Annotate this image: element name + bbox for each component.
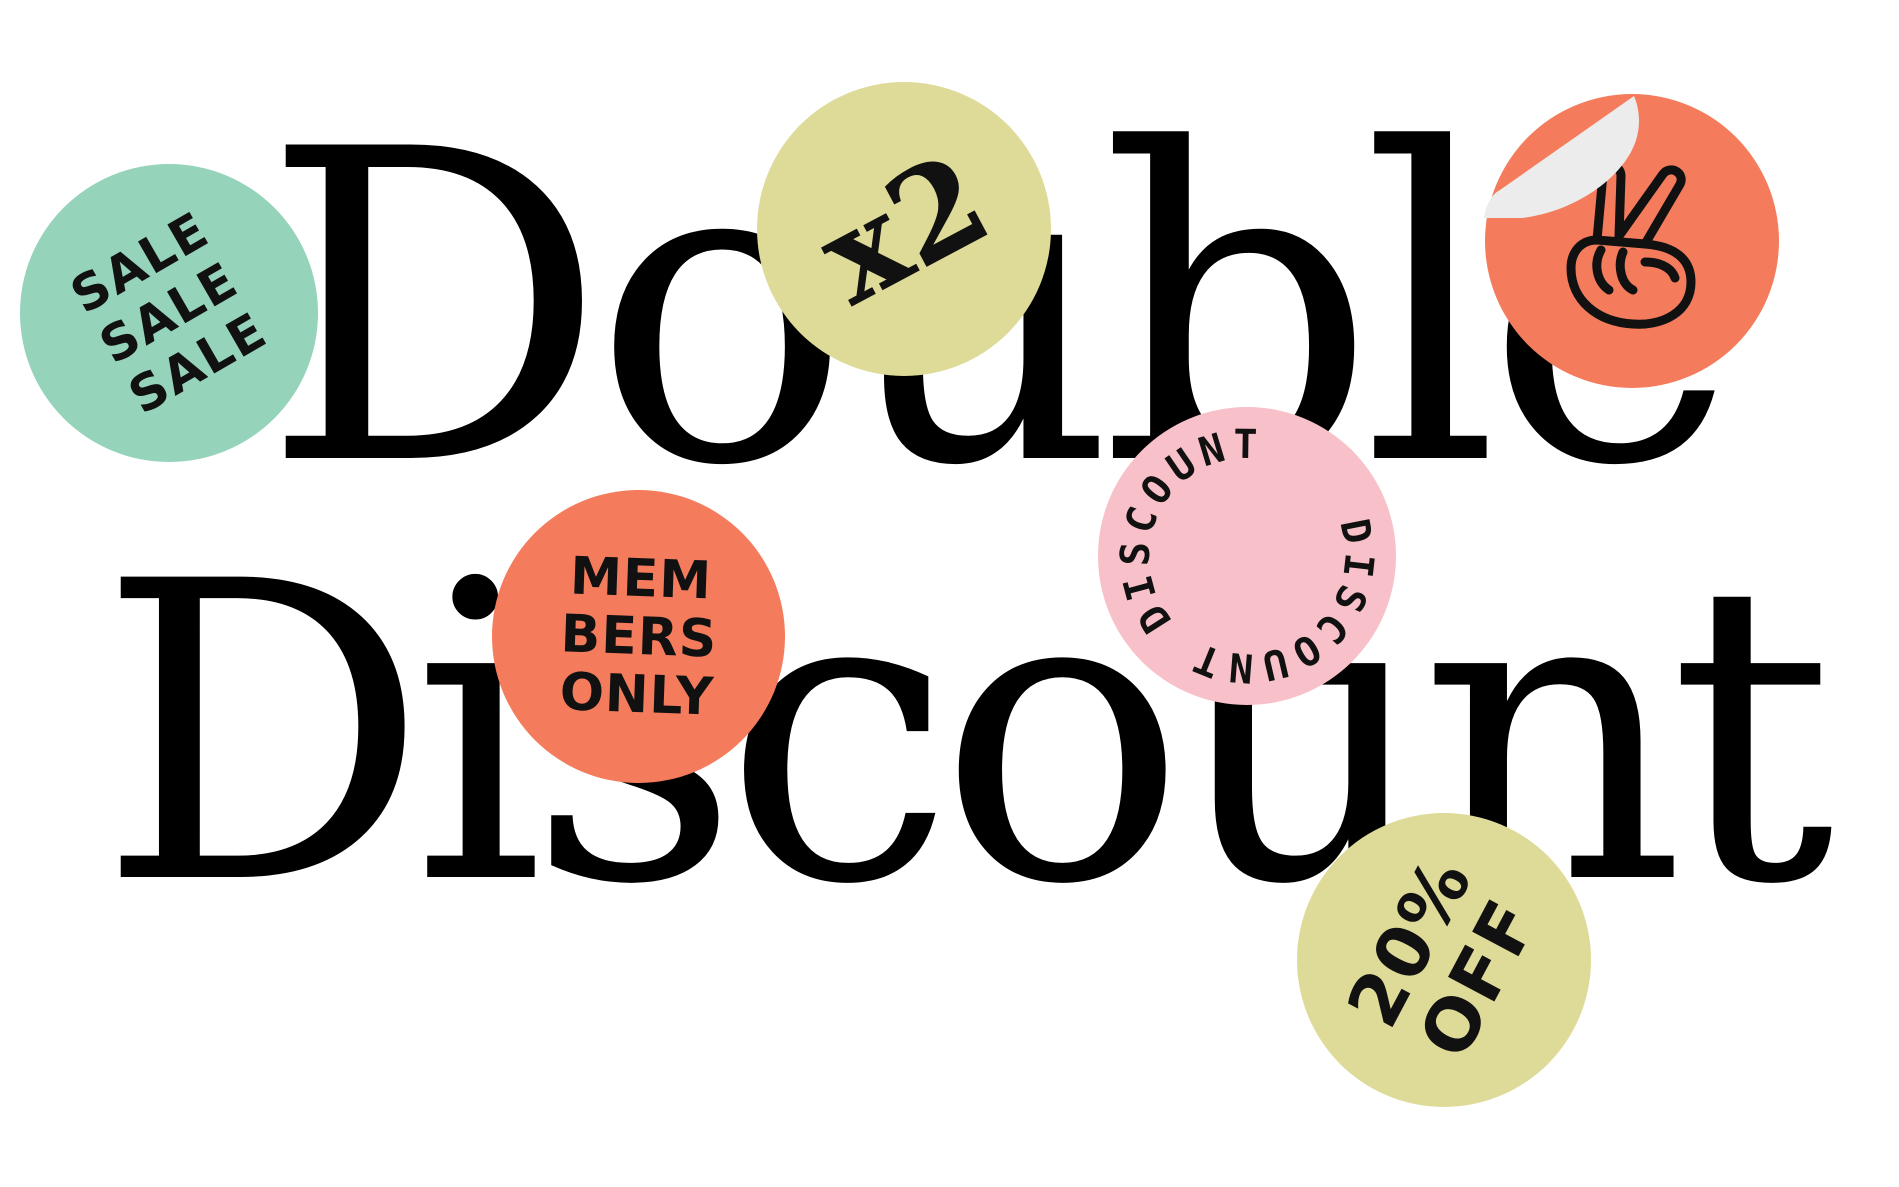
peel-corner-icon (1484, 96, 1639, 218)
circular-text-ring: DISCOUNT DISCOUNT (1098, 407, 1396, 705)
members-line: MEM (568, 546, 713, 611)
members-line: BERS (559, 603, 718, 670)
x2-sticker: x2 (757, 82, 1051, 376)
peace-sticker (1485, 94, 1779, 388)
sale-sticker: SALE SALE SALE (20, 164, 318, 462)
x2-label: x2 (795, 123, 1013, 335)
members-stack: MEM BERS ONLY (516, 545, 762, 727)
twenty-percent-off-sticker: 20% OFF (1297, 813, 1591, 1107)
members-only-sticker: MEM BERS ONLY (492, 490, 785, 783)
circular-discount-sticker: DISCOUNT DISCOUNT (1098, 407, 1396, 705)
svg-text:DISCOUNT DISCOUNT: DISCOUNT DISCOUNT (1098, 407, 1396, 705)
peace-hand-icon (1566, 161, 1696, 329)
off-stack: 20% OFF (1314, 813, 1574, 1107)
circular-text: DISCOUNT DISCOUNT (1098, 407, 1396, 705)
sale-stack: SALE SALE SALE (22, 178, 317, 449)
members-line: ONLY (558, 661, 715, 728)
